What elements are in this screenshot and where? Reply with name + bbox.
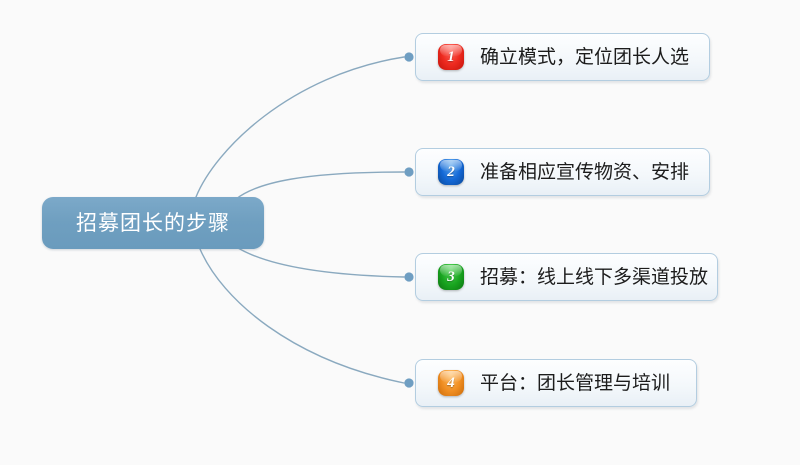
- number-badge-green: 3: [438, 264, 464, 290]
- connector-dot-3: [404, 272, 414, 282]
- branch-node-4[interactable]: 4 平台：团长管理与培训: [415, 359, 697, 407]
- connector-curve-3: [237, 247, 405, 278]
- branch-label-3: 招募：线上线下多渠道投放: [480, 266, 709, 288]
- number-badge-red: 1: [438, 44, 464, 70]
- badge-number-2: 2: [447, 163, 455, 180]
- badge-number-3: 3: [447, 268, 455, 285]
- badge-number-1: 1: [447, 48, 455, 65]
- badge-number-4: 4: [447, 374, 455, 391]
- root-node[interactable]: 招募团长的步骤: [42, 197, 264, 249]
- connector-curve-2: [235, 171, 405, 200]
- connector-dot-2: [404, 167, 414, 177]
- branch-label-2: 准备相应宣传物资、安排: [480, 161, 690, 183]
- number-badge-orange: 4: [438, 370, 464, 396]
- branch-label-4: 平台：团长管理与培训: [480, 372, 671, 394]
- branch-label-1: 确立模式，定位团长人选: [480, 46, 690, 68]
- connector-dot-1: [404, 52, 414, 62]
- root-node-label: 招募团长的步骤: [76, 211, 230, 235]
- branch-node-3[interactable]: 3 招募：线上线下多渠道投放: [415, 253, 718, 301]
- branch-node-1[interactable]: 1 确立模式，定位团长人选: [415, 33, 710, 81]
- connector-curve-1: [195, 56, 405, 198]
- branch-node-2[interactable]: 2 准备相应宣传物资、安排: [415, 148, 710, 196]
- connector-dot-4: [404, 378, 414, 388]
- connector-curve-4: [199, 248, 405, 384]
- number-badge-blue: 2: [438, 159, 464, 185]
